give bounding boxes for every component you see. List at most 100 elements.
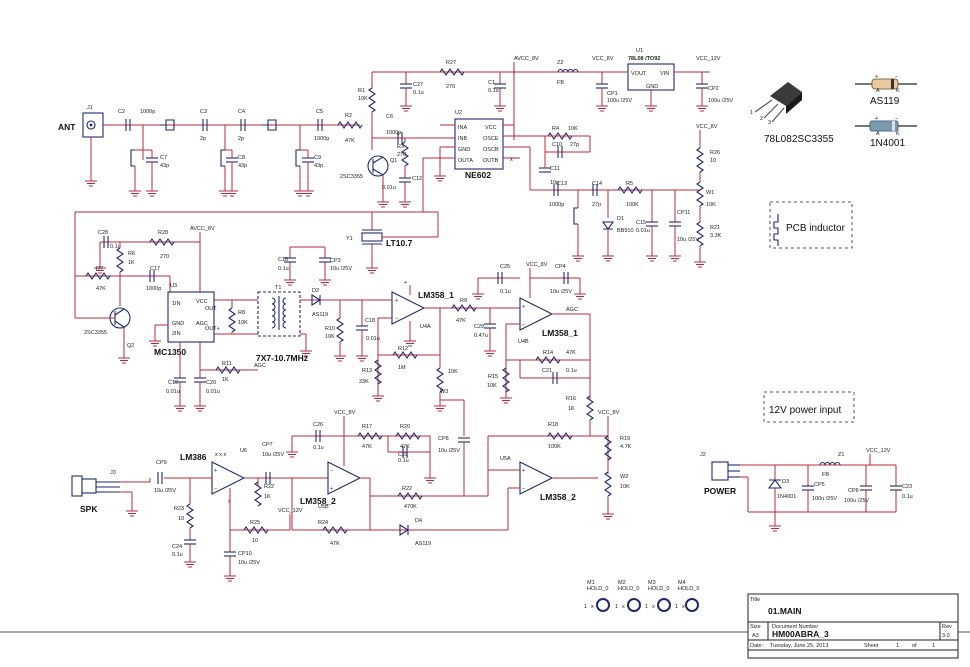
svg-text:10: 10 xyxy=(252,538,258,544)
svg-text:100u /25V: 100u /25V xyxy=(708,98,733,104)
svg-text:GND: GND xyxy=(458,147,470,153)
svg-text:R1: R1 xyxy=(358,88,365,94)
svg-text:1000p: 1000p xyxy=(386,130,401,136)
svg-text:0.1u: 0.1u xyxy=(566,368,577,374)
svg-text:C16: C16 xyxy=(278,257,288,263)
svg-text:AS119: AS119 xyxy=(870,96,900,107)
svg-text:R25: R25 xyxy=(250,520,260,526)
svg-text:47K: 47K xyxy=(362,444,372,450)
svg-text:10K: 10K xyxy=(706,202,716,208)
title-block: Title 01.MAIN Size A3 Document Number HM… xyxy=(0,593,970,659)
svg-text:78L08: 78L08 xyxy=(764,134,792,145)
svg-text:HOLD_0: HOLD_0 xyxy=(618,586,639,592)
j1-label: J1 xyxy=(87,105,93,111)
svg-text:47K: 47K xyxy=(96,286,106,292)
svg-text:270: 270 xyxy=(160,254,169,260)
svg-text:+: + xyxy=(395,298,398,304)
pcb-inductor-legend: PCB inductor xyxy=(769,201,853,249)
svg-text:+: + xyxy=(404,280,407,286)
svg-text:R16: R16 xyxy=(566,396,576,402)
svg-text:10K: 10K xyxy=(568,126,578,132)
svg-text:x x x: x x x xyxy=(215,452,227,458)
svg-text:4.7K: 4.7K xyxy=(620,444,632,450)
svg-text:LT10.7: LT10.7 xyxy=(386,238,413,248)
svg-text:x: x xyxy=(652,604,655,610)
svg-text:D1: D1 xyxy=(617,216,624,222)
svg-text:K: K xyxy=(896,131,900,137)
svg-text:R15: R15 xyxy=(488,374,498,380)
svg-text:R5: R5 xyxy=(626,181,633,187)
svg-text:10K: 10K xyxy=(487,383,497,389)
svg-text:2p: 2p xyxy=(200,136,206,142)
capacitor-c6: C6 1000p xyxy=(372,114,440,145)
svg-text:R6: R6 xyxy=(128,251,135,257)
svg-text:10K: 10K xyxy=(358,96,368,102)
svg-text:CP1: CP1 xyxy=(607,91,618,97)
svg-text:C14: C14 xyxy=(592,181,602,187)
svg-text:R22: R22 xyxy=(264,484,274,490)
svg-text:C10: C10 xyxy=(552,142,562,148)
svg-text:K: K xyxy=(896,88,900,94)
svg-text:VCC_8V: VCC_8V xyxy=(696,124,718,130)
svg-text:CP4: CP4 xyxy=(555,264,566,270)
svg-text:2: 2 xyxy=(760,116,763,122)
svg-text:AS119: AS119 xyxy=(312,312,328,318)
svg-text:U3: U3 xyxy=(170,283,177,289)
svg-text:0.47u: 0.47u xyxy=(474,333,488,339)
svg-text:−: − xyxy=(895,74,898,80)
svg-text:GND: GND xyxy=(646,84,658,90)
svg-text:Sheet: Sheet xyxy=(864,643,879,649)
svg-text:R21: R21 xyxy=(710,225,720,231)
svg-text:0.1u: 0.1u xyxy=(902,494,913,500)
pcb-inductor-l1 xyxy=(160,119,175,131)
svg-text:HOLD_0: HOLD_0 xyxy=(648,586,669,592)
svg-text:0.1u: 0.1u xyxy=(110,244,121,250)
svg-text:D4: D4 xyxy=(415,518,422,524)
svg-text:33K: 33K xyxy=(359,379,369,385)
svg-text:1: 1 xyxy=(750,110,753,116)
svg-text:U5B: U5B xyxy=(318,504,329,510)
svg-text:U5A: U5A xyxy=(500,456,511,462)
svg-text:AVCC_8V: AVCC_8V xyxy=(514,56,539,62)
svg-text:10: 10 xyxy=(710,158,716,164)
svg-text:−: − xyxy=(522,322,525,328)
svg-text:C6: C6 xyxy=(386,114,393,120)
svg-text:Document Number: Document Number xyxy=(772,624,818,630)
svg-text:C22: C22 xyxy=(398,452,408,458)
svg-text:10u /25V: 10u /25V xyxy=(330,266,352,272)
svg-text:R24: R24 xyxy=(318,520,328,526)
svg-text:1K: 1K xyxy=(128,260,135,266)
svg-text:OUTB: OUTB xyxy=(483,158,499,164)
svg-text:VCC_12V: VCC_12V xyxy=(696,56,721,62)
svg-text:VCC_12V: VCC_12V xyxy=(278,508,303,514)
svg-text:AVCC_8V: AVCC_8V xyxy=(190,226,215,232)
svg-text:1: 1 xyxy=(896,643,899,649)
svg-text:47K: 47K xyxy=(400,444,410,450)
svg-text:R18: R18 xyxy=(548,422,558,428)
svg-text:R19: R19 xyxy=(620,436,630,442)
svg-text:1: 1 xyxy=(645,604,648,610)
svg-text:R13: R13 xyxy=(362,368,372,374)
svg-text:1: 1 xyxy=(615,604,618,610)
svg-text:1000p: 1000p xyxy=(549,202,564,208)
svg-text:C18: C18 xyxy=(365,318,375,324)
title-block-title: 01.MAIN xyxy=(768,606,802,616)
svg-text:R9: R9 xyxy=(460,298,467,304)
